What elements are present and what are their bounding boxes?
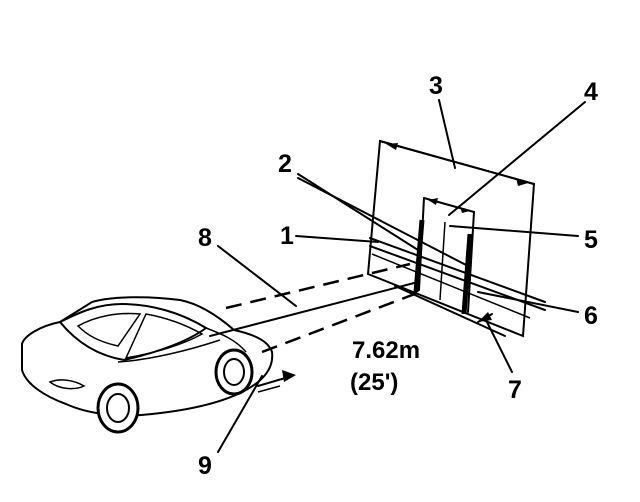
tail-lamp: [48, 379, 86, 390]
arrowhead-right: [516, 178, 528, 186]
aiming-screen: [366, 139, 546, 338]
leader-9: [217, 375, 263, 453]
callout-6: 6: [584, 302, 598, 330]
leader-4: [448, 101, 586, 216]
arrowhead-left: [386, 143, 398, 150]
direction-arrowhead: [282, 370, 296, 382]
distance-imperial: (25'): [350, 369, 398, 396]
dashed-beam-lower: [261, 290, 421, 354]
leader-2a: [297, 173, 419, 251]
rear-window: [124, 313, 204, 359]
callout-labels: 1 2 3 4 5 6 7 8 9: [198, 72, 598, 480]
callout-3: 3: [429, 72, 443, 100]
distance-annotation: 7.62m (25'): [350, 337, 420, 396]
callout-4: 4: [584, 78, 598, 106]
leader-6: [477, 291, 579, 313]
floor-arrowhead: [478, 312, 492, 322]
direction-arrow-shadow: [257, 385, 281, 393]
rear-wheel-hub: [106, 393, 130, 423]
callout-7: 7: [508, 376, 522, 404]
leader-8: [217, 245, 297, 307]
distance-metric: 7.62m: [352, 337, 420, 364]
callout-9: 9: [198, 452, 212, 480]
screen-width-dimension: [379, 140, 535, 185]
leader-5: [449, 225, 579, 237]
vehicle-centerline: [209, 281, 419, 337]
front-wheel-hub: [223, 358, 245, 386]
callout-8: 8: [198, 224, 212, 252]
leader-2b: [297, 177, 469, 267]
arrowhead-small-right: [460, 207, 470, 213]
leader-1: [295, 235, 379, 243]
arrowhead-small-left: [428, 198, 438, 205]
leader-lines: [217, 99, 586, 453]
hood-line: [205, 327, 247, 353]
horizontal-reference-tape: [371, 253, 531, 319]
car-cabin: [58, 302, 208, 362]
horizontal-reference-upper: [369, 237, 546, 303]
beam-lines: [209, 262, 421, 354]
callout-1: 1: [280, 222, 294, 250]
callout-5: 5: [584, 226, 598, 254]
dashed-beam-upper: [225, 262, 411, 310]
screen-outline: [366, 139, 536, 338]
body-crease: [117, 339, 221, 363]
vehicle: [21, 296, 296, 434]
leader-7: [485, 319, 513, 373]
screen-center-line: [439, 221, 446, 301]
side-window: [76, 312, 142, 347]
callout-2: 2: [278, 150, 292, 178]
car-body: [21, 296, 274, 417]
leader-3: [438, 99, 456, 169]
